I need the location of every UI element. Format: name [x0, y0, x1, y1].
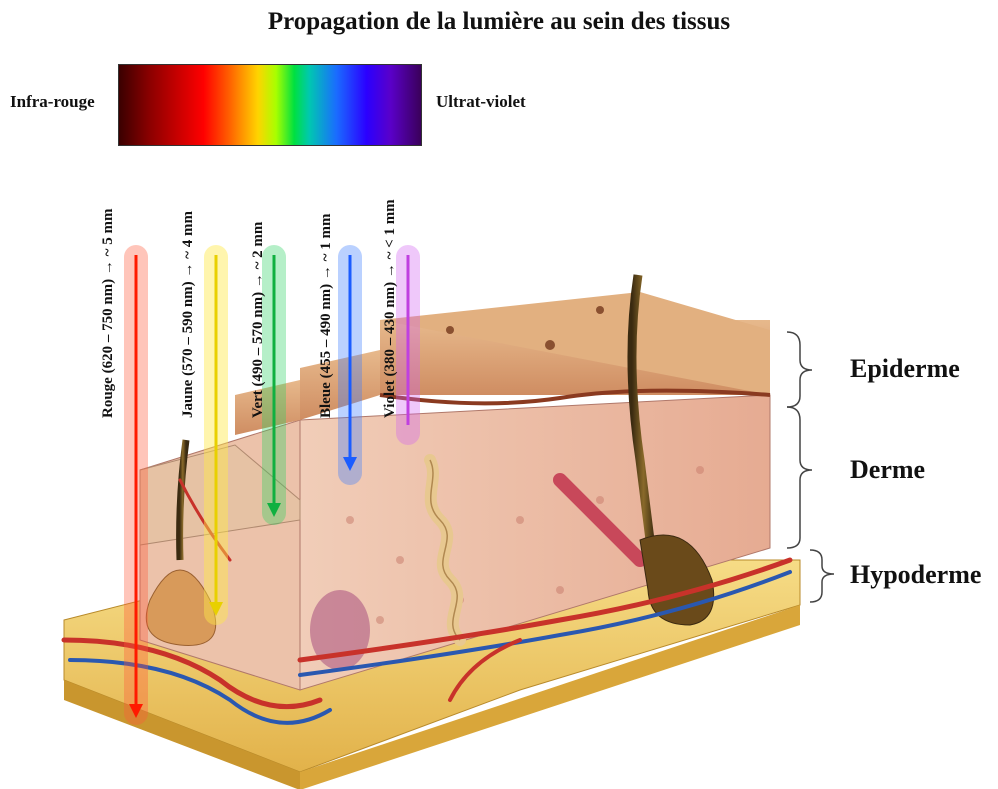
- hypodermis-label: Hypoderme: [850, 560, 982, 589]
- epidermis-layer: [235, 292, 771, 435]
- infrared-label: Infra-rouge: [10, 92, 95, 111]
- left-hair-follicle: [145, 439, 217, 646]
- green-light-arrow: [262, 245, 286, 525]
- violet-light-arrow: [396, 245, 420, 445]
- blue-light-arrow: [338, 245, 362, 485]
- yellow-wavelength-label: Jaune (570 – 590 nm) → ~ 4 mm: [180, 211, 196, 418]
- epidermis-label: Epiderme: [850, 354, 960, 383]
- color-spectrum-bar: [118, 64, 422, 146]
- layer-brackets: [786, 331, 835, 603]
- green-wavelength-label: Vert (490 – 570 nm) → ~ 2 mm: [250, 221, 266, 418]
- blood-vessels: [61, 478, 793, 725]
- diagram-title: Propagation de la lumière au sein des ti…: [267, 8, 731, 35]
- dermis-label: Derme: [850, 455, 926, 484]
- light-penetration-arrows: [124, 245, 420, 725]
- red-light-arrow: [124, 245, 148, 725]
- blue-wavelength-label: Bleue (455 – 490 nm) → ~ 1 mm: [318, 213, 334, 418]
- red-wavelength-label: Rouge (620 – 750 nm) → ~ 5 mm: [100, 208, 116, 418]
- violet-wavelength-label: Violet (380 – 430 nm) → ~ < 1 mm: [382, 199, 398, 418]
- ultraviolet-label: Ultrat-violet: [436, 92, 526, 111]
- yellow-light-arrow: [204, 245, 228, 625]
